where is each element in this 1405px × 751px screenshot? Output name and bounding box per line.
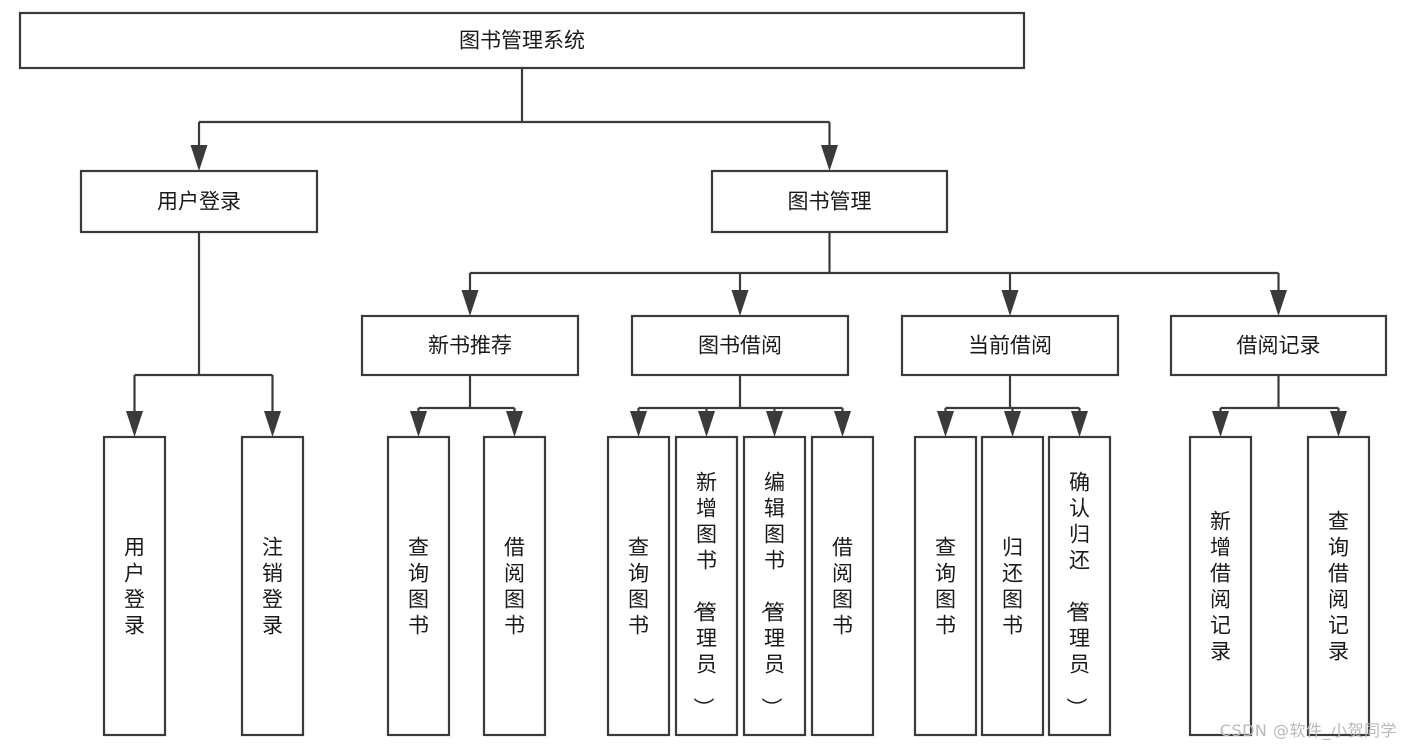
- arrow-head-icon: [190, 145, 208, 171]
- arrow-head-icon: [1330, 411, 1347, 437]
- arrow-head-icon: [506, 411, 523, 437]
- node-label-book-borrow-query: 查询图书: [628, 535, 649, 637]
- node-label-current-borrow-confirm: 确认归还（管理员）: [1064, 470, 1090, 718]
- node-label-new-book-rec-borrow: 借阅图书: [504, 535, 525, 637]
- node-box-new-book-rec-query: [386, 435, 451, 737]
- node-current-borrow[interactable]: 当前借阅: [900, 314, 1120, 377]
- arrow-head-icon: [834, 411, 851, 437]
- node-label-current-borrow-return: 归还图书: [1002, 535, 1023, 637]
- node-current-borrow-confirm[interactable]: 确认归还（管理员）: [1047, 435, 1112, 737]
- node-new-book-rec-borrow[interactable]: 借阅图书: [482, 435, 547, 737]
- node-book-borrow-edit[interactable]: 编辑图书（管理员）: [742, 435, 807, 737]
- node-box-new-book-rec: [360, 314, 580, 377]
- arrow-head-icon: [1004, 411, 1021, 437]
- node-box-user-login-logout: [240, 435, 305, 737]
- node-borrow-record[interactable]: 借阅记录: [1169, 314, 1388, 377]
- node-box-book-borrow-edit: [742, 435, 807, 737]
- node-label-book-borrow: 图书借阅: [698, 334, 782, 358]
- node-label-book-manage: 图书管理: [788, 190, 872, 214]
- watermark-text: CSDN @软件_小贺同学: [1219, 721, 1397, 740]
- node-box-book-borrow-add: [674, 435, 739, 737]
- arrow-head-icon: [766, 411, 783, 437]
- node-user-login-login[interactable]: 用户登录: [102, 435, 167, 737]
- node-label-new-book-rec: 新书推荐: [428, 334, 512, 358]
- node-label-user-login-logout: 注销登录: [262, 535, 283, 637]
- node-book-borrow-query[interactable]: 查询图书: [606, 435, 671, 737]
- node-borrow-record-query[interactable]: 查询借阅记录: [1306, 435, 1371, 737]
- node-box-book-borrow-query: [606, 435, 671, 737]
- node-label-user-login: 用户登录: [157, 190, 241, 214]
- arrow-head-icon: [264, 411, 281, 437]
- node-box-root: [18, 11, 1026, 70]
- arrow-head-icon: [698, 411, 715, 437]
- arrow-head-icon: [731, 290, 749, 316]
- arrow-head-icon: [1001, 290, 1019, 316]
- node-borrow-record-add[interactable]: 新增借阅记录: [1188, 435, 1253, 737]
- node-book-manage[interactable]: 图书管理: [710, 169, 949, 234]
- arrow-head-icon: [630, 411, 647, 437]
- node-box-borrow-record: [1169, 314, 1388, 377]
- node-label-book-borrow-add: 新增图书（管理员）: [691, 470, 717, 718]
- node-book-borrow[interactable]: 图书借阅: [630, 314, 850, 377]
- node-label-new-book-rec-query: 查询图书: [408, 535, 429, 637]
- arrow-head-icon: [821, 145, 838, 171]
- arrow-head-icon: [1270, 290, 1287, 316]
- node-label-current-borrow-query: 查询图书: [935, 535, 956, 637]
- node-box-current-borrow-confirm: [1047, 435, 1112, 737]
- node-box-user-login: [79, 169, 319, 234]
- arrow-head-icon: [937, 411, 954, 437]
- node-new-book-rec[interactable]: 新书推荐: [360, 314, 580, 377]
- node-box-borrow-record-query: [1306, 435, 1371, 737]
- arrow-head-icon: [410, 411, 427, 437]
- node-box-book-borrow: [630, 314, 850, 377]
- node-box-current-borrow-query: [913, 435, 978, 737]
- node-box-user-login-login: [102, 435, 167, 737]
- node-label-book-borrow-edit: 编辑图书（管理员）: [759, 470, 785, 718]
- node-current-borrow-query[interactable]: 查询图书: [913, 435, 978, 737]
- node-book-borrow-borrow[interactable]: 借阅图书: [810, 435, 875, 737]
- node-new-book-rec-query[interactable]: 查询图书: [386, 435, 451, 737]
- node-label-borrow-record-add: 新增借阅记录: [1210, 509, 1231, 663]
- node-label-borrow-record: 借阅记录: [1237, 334, 1321, 358]
- node-box-new-book-rec-borrow: [482, 435, 547, 737]
- arrow-head-icon: [1071, 411, 1088, 437]
- node-book-borrow-add[interactable]: 新增图书（管理员）: [674, 435, 739, 737]
- node-root[interactable]: 图书管理系统: [18, 11, 1026, 70]
- node-box-book-borrow-borrow: [810, 435, 875, 737]
- node-label-user-login-login: 用户登录: [124, 535, 145, 637]
- node-user-login[interactable]: 用户登录: [79, 169, 319, 234]
- arrow-head-icon: [461, 290, 479, 316]
- node-box-current-borrow-return: [980, 435, 1045, 737]
- node-user-login-logout[interactable]: 注销登录: [240, 435, 305, 737]
- node-box-borrow-record-add: [1188, 435, 1253, 737]
- node-label-borrow-record-query: 查询借阅记录: [1328, 509, 1349, 663]
- arrow-head-icon: [126, 411, 143, 437]
- arrow-head-icon: [1212, 411, 1229, 437]
- node-label-root: 图书管理系统: [459, 29, 585, 53]
- node-label-book-borrow-borrow: 借阅图书: [832, 535, 853, 637]
- node-current-borrow-return[interactable]: 归还图书: [980, 435, 1045, 737]
- node-label-current-borrow: 当前借阅: [968, 334, 1052, 358]
